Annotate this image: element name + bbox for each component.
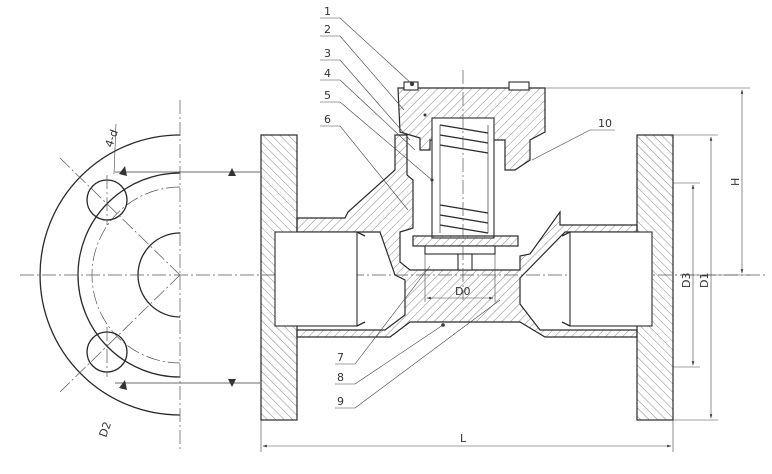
bonnet-nut-right [508,81,530,91]
left-stub-bevel-1 [356,231,366,237]
bolt-circle-label: D2 [97,420,115,439]
label-2: 2 [324,23,331,36]
label-3: 3 [324,47,331,60]
spring [439,124,489,234]
flange-outer-arc [39,134,181,416]
valve-section [260,70,674,421]
length-label: L [460,432,467,445]
hole-axis-top [59,157,181,276]
label-1: 1 [324,5,331,18]
part-callouts: 1 2 3 4 5 6 7 8 9 10 [320,5,615,409]
disc-seat [412,235,519,247]
disc [424,245,496,255]
hole-tick-2 [119,380,127,390]
label-10: 10 [598,117,612,130]
d0-label: D0 [455,285,470,298]
label-8: 8 [337,371,344,384]
arrow-bottom [228,379,236,387]
flange-mid-arc [77,172,181,378]
d3-label: D3 [680,273,693,288]
hole-axis-bottom [59,274,181,393]
label-5: 5 [324,89,331,102]
dimensions: L H D3 D1 D0 [260,87,750,452]
left-stub-bevel-2 [356,321,366,327]
label-7: 7 [337,351,344,364]
hole-tick-1 [119,166,127,176]
holes-leader [113,123,117,175]
label-9: 9 [337,395,344,408]
left-pipe-stub [274,231,358,327]
right-stub-bevel-1 [561,231,571,237]
right-stub-bevel-2 [561,321,571,327]
label-4: 4 [324,67,331,80]
label-6: 6 [324,113,331,126]
height-label: H [729,178,742,186]
right-pipe-stub [569,231,653,327]
arrow-top [228,168,236,176]
bonnet-nut-left [403,81,419,91]
holes-dimension-label: 4-d [103,128,121,149]
bonnet-pin [423,113,427,117]
d1-label: D1 [698,273,711,288]
disc-stem [457,253,473,271]
